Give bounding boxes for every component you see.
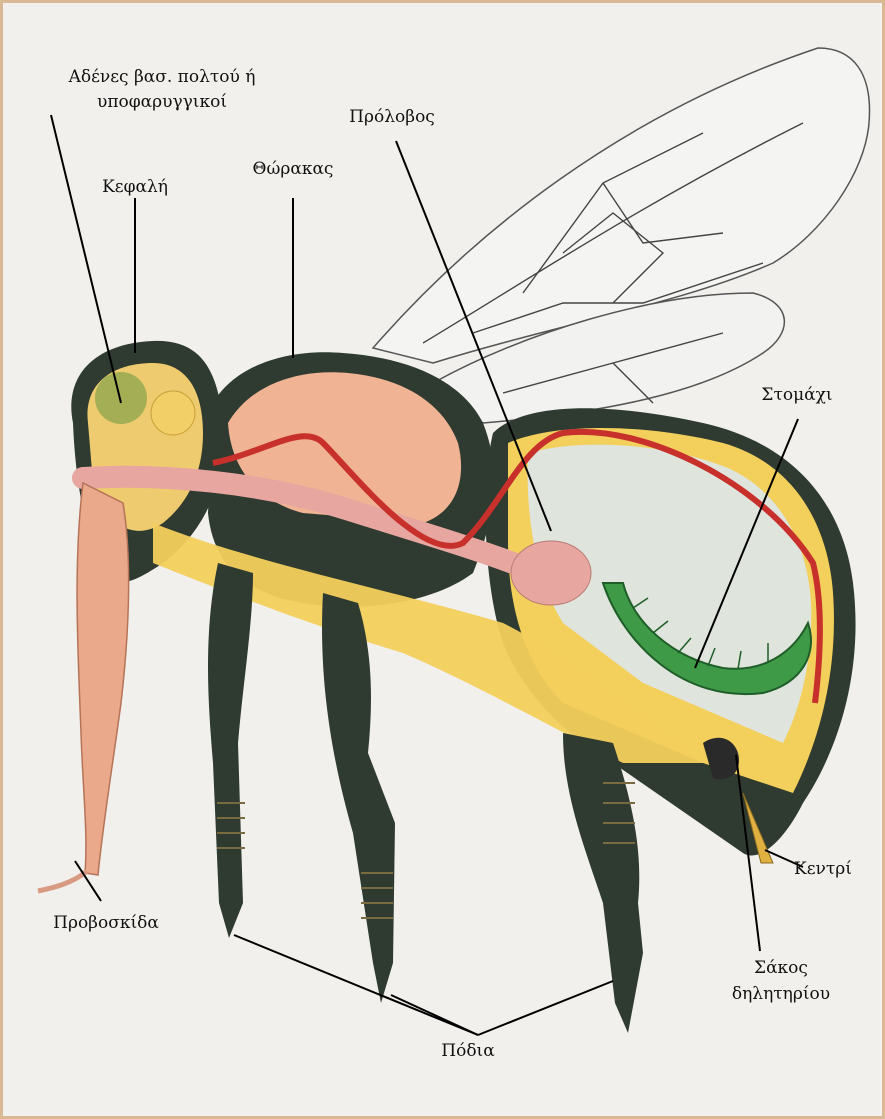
label-legs: Πόδια (428, 1039, 508, 1063)
label-venom-line1: Σάκος (754, 958, 808, 978)
front-leg (208, 563, 253, 938)
label-glands: Αδένες βασ. πολτού ή υποφαρυγγικοί (41, 65, 283, 115)
label-glands-line2: υποφαρυγγικοί (97, 92, 227, 112)
label-crop: Πρόλοβος (333, 105, 451, 129)
proboscis-tip (38, 871, 87, 891)
crop-organ (511, 541, 591, 605)
hind-leg (563, 733, 643, 1033)
label-stomach: Στομάχι (741, 383, 853, 407)
label-glands-line1: Αδένες βασ. πολτού ή (69, 67, 256, 87)
legs-leader-hind (478, 981, 613, 1035)
brain-ganglion (151, 391, 195, 435)
label-head: Κεφαλή (93, 175, 177, 199)
label-venom-line2: δηλητηρίου (732, 984, 830, 1004)
label-sting: Κεντρί (783, 857, 863, 881)
bee-anatomy-illustration (3, 3, 882, 1116)
label-proboscis: Προβοσκίδα (41, 911, 171, 935)
hypopharyngeal-gland (95, 372, 147, 424)
label-venom-sac: Σάκος δηλητηρίου (721, 955, 841, 1007)
legs-leader-middle (391, 995, 478, 1035)
glands-leader (51, 115, 121, 403)
label-thorax: Θώρακας (239, 157, 347, 181)
proboscis-organ (77, 483, 129, 875)
legs-leader-front (234, 935, 478, 1035)
middle-leg (322, 593, 395, 1003)
